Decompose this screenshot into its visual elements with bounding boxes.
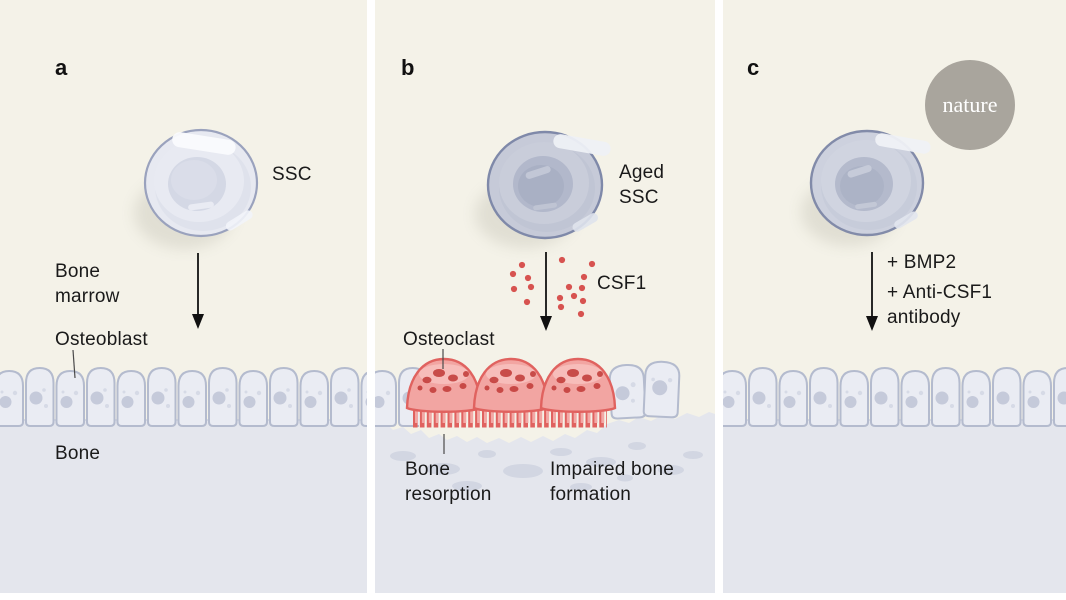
osteoblast-row-a (0, 366, 367, 428)
impaired-formation-label: Impaired bone formation (550, 459, 675, 505)
anti-csf1-label: + Anti-CSF1 (887, 282, 993, 303)
osteoblast-label: Osteoblast (55, 329, 148, 350)
bmp2-label: + BMP2 (887, 252, 957, 273)
bone-debris (390, 442, 703, 491)
osteoclast-label: Osteoclast (403, 329, 495, 350)
panel-letter-a: a (55, 55, 68, 80)
ssc-label: SSC (272, 164, 312, 185)
nature-logo (925, 60, 1015, 150)
aged-ssc-label: Aged SSC (619, 162, 665, 208)
panel-letter-b: b (401, 55, 415, 80)
panel-letter-c: c (747, 55, 760, 80)
bone-region-a (0, 419, 367, 593)
osteoblast-row-c (723, 366, 1066, 428)
bone-marrow-label: Bone marrow (55, 261, 120, 307)
down-arrow-a (192, 253, 204, 329)
aged-ssc-cell (475, 130, 611, 248)
bone-resorption-label: Bone resorption (405, 459, 492, 505)
osteoblast-pointer-line (72, 349, 76, 379)
panel-c-artwork (723, 60, 1066, 593)
panel-c: c nature + BMP2 + Anti-CSF1 antibody (723, 0, 1066, 593)
treated-ssc-cell (801, 129, 931, 246)
down-arrow-b (540, 252, 552, 331)
panel-b-artwork (375, 130, 715, 593)
panel-a-artwork (0, 128, 367, 593)
osteoclast-cells (405, 357, 617, 428)
csf1-dots (509, 256, 596, 318)
panel-a: a SSC Bone marrow Osteoblast Bone (0, 0, 367, 593)
antibody-label: antibody (887, 307, 961, 328)
csf1-label: CSF1 (597, 273, 647, 294)
ssc-cell (134, 128, 259, 249)
eroded-bone-region (375, 412, 715, 593)
osteoblast-pair-right (608, 360, 681, 420)
down-arrow-c (866, 252, 878, 331)
panel-b: b Aged SSC CSF1 Osteoclast Bone resorpti… (375, 0, 715, 593)
nature-logo-text: nature (942, 92, 998, 117)
bone-label: Bone (55, 443, 101, 464)
bone-region-c (723, 419, 1066, 593)
